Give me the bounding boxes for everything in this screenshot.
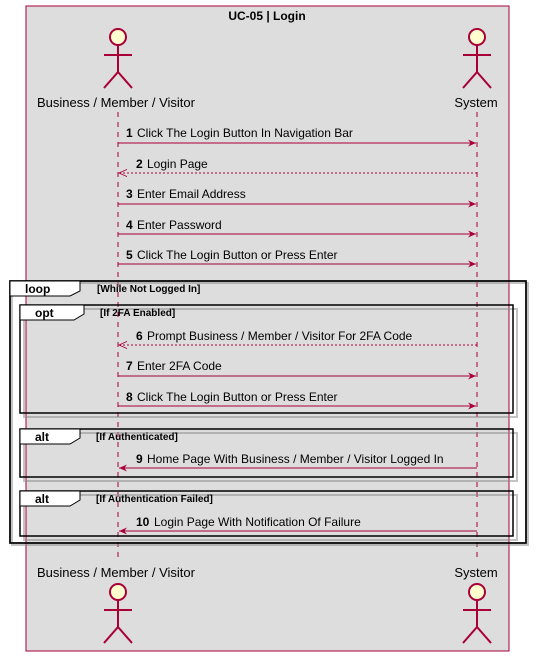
message-5: 5 Click The Login Button or Press Enter	[118, 248, 476, 268]
actor-system-label-top: System	[454, 95, 497, 110]
fragment-opt-keyword: opt	[35, 306, 54, 320]
message-4-number: 4	[126, 218, 133, 232]
message-9-number: 9	[136, 452, 143, 466]
fragment-loop: loop [While Not Logged In]	[9, 280, 529, 546]
message-1-label: Click The Login Button In Navigation Bar	[137, 126, 353, 140]
message-1-number: 1	[126, 126, 133, 140]
message-6-number: 6	[136, 329, 143, 343]
message-7-number: 7	[126, 359, 133, 373]
actor-user-bottom-head-icon	[109, 583, 127, 601]
fragment-alt-failed: alt [If Authentication Failed]	[19, 490, 518, 541]
message-9-label: Home Page With Business / Member / Visit…	[147, 452, 444, 466]
actor-system-bottom	[462, 583, 492, 644]
message-3-label: Enter Email Address	[137, 187, 246, 201]
message-8-number: 8	[126, 390, 133, 404]
actor-system-bottom-head-icon	[468, 583, 486, 601]
message-1: 1 Click The Login Button In Navigation B…	[118, 126, 476, 147]
message-2-label: Login Page	[147, 157, 208, 171]
actor-user-label-bottom: Business / Member / Visitor	[37, 565, 196, 580]
fragment-opt-guard: [If 2FA Enabled]	[100, 308, 175, 319]
message-10: 10 Login Page With Notification Of Failu…	[119, 515, 477, 535]
message-8-label: Click The Login Button or Press Enter	[137, 390, 338, 404]
actor-system-top	[462, 28, 492, 89]
actor-user-head-icon	[109, 28, 127, 46]
fragment-loop-keyword: loop	[25, 282, 50, 296]
fragment-loop-guard: [While Not Logged In]	[97, 284, 200, 295]
message-7-label: Enter 2FA Code	[137, 359, 222, 373]
actor-system-head-icon	[468, 28, 486, 46]
actor-user-label-top: Business / Member / Visitor	[37, 95, 196, 110]
message-5-number: 5	[126, 248, 133, 262]
message-4: 4 Enter Password	[118, 218, 476, 238]
actor-user-bottom	[103, 583, 133, 644]
message-3: 3 Enter Email Address	[118, 187, 476, 208]
fragment-alt1-keyword: alt	[35, 430, 49, 444]
message-8: 8 Click The Login Button or Press Enter	[118, 390, 476, 410]
fragment-alt-authenticated: alt [If Authenticated]	[19, 428, 518, 482]
actor-user-top	[103, 28, 133, 89]
message-9: 9 Home Page With Business / Member / Vis…	[119, 452, 477, 472]
message-6: 6 Prompt Business / Member / Visitor For…	[119, 329, 477, 345]
fragment-alt1-guard: [If Authenticated]	[96, 432, 178, 443]
actor-system-label-bottom: System	[454, 565, 497, 580]
message-10-number: 10	[136, 515, 150, 529]
fragment-alt2-keyword: alt	[35, 492, 49, 506]
message-2-number: 2	[136, 157, 143, 171]
frame-title: UC-05 | Login	[228, 9, 305, 23]
message-6-label: Prompt Business / Member / Visitor For 2…	[147, 329, 413, 343]
message-10-label: Login Page With Notification Of Failure	[154, 515, 361, 529]
message-4-label: Enter Password	[137, 218, 222, 232]
fragment-alt2-guard: [If Authentication Failed]	[96, 494, 213, 505]
message-2: 2 Login Page	[119, 157, 477, 173]
fragment-opt: opt [If 2FA Enabled]	[19, 304, 518, 418]
message-7: 7 Enter 2FA Code	[118, 359, 476, 380]
message-5-label: Click The Login Button or Press Enter	[137, 248, 338, 262]
message-3-number: 3	[126, 187, 133, 201]
